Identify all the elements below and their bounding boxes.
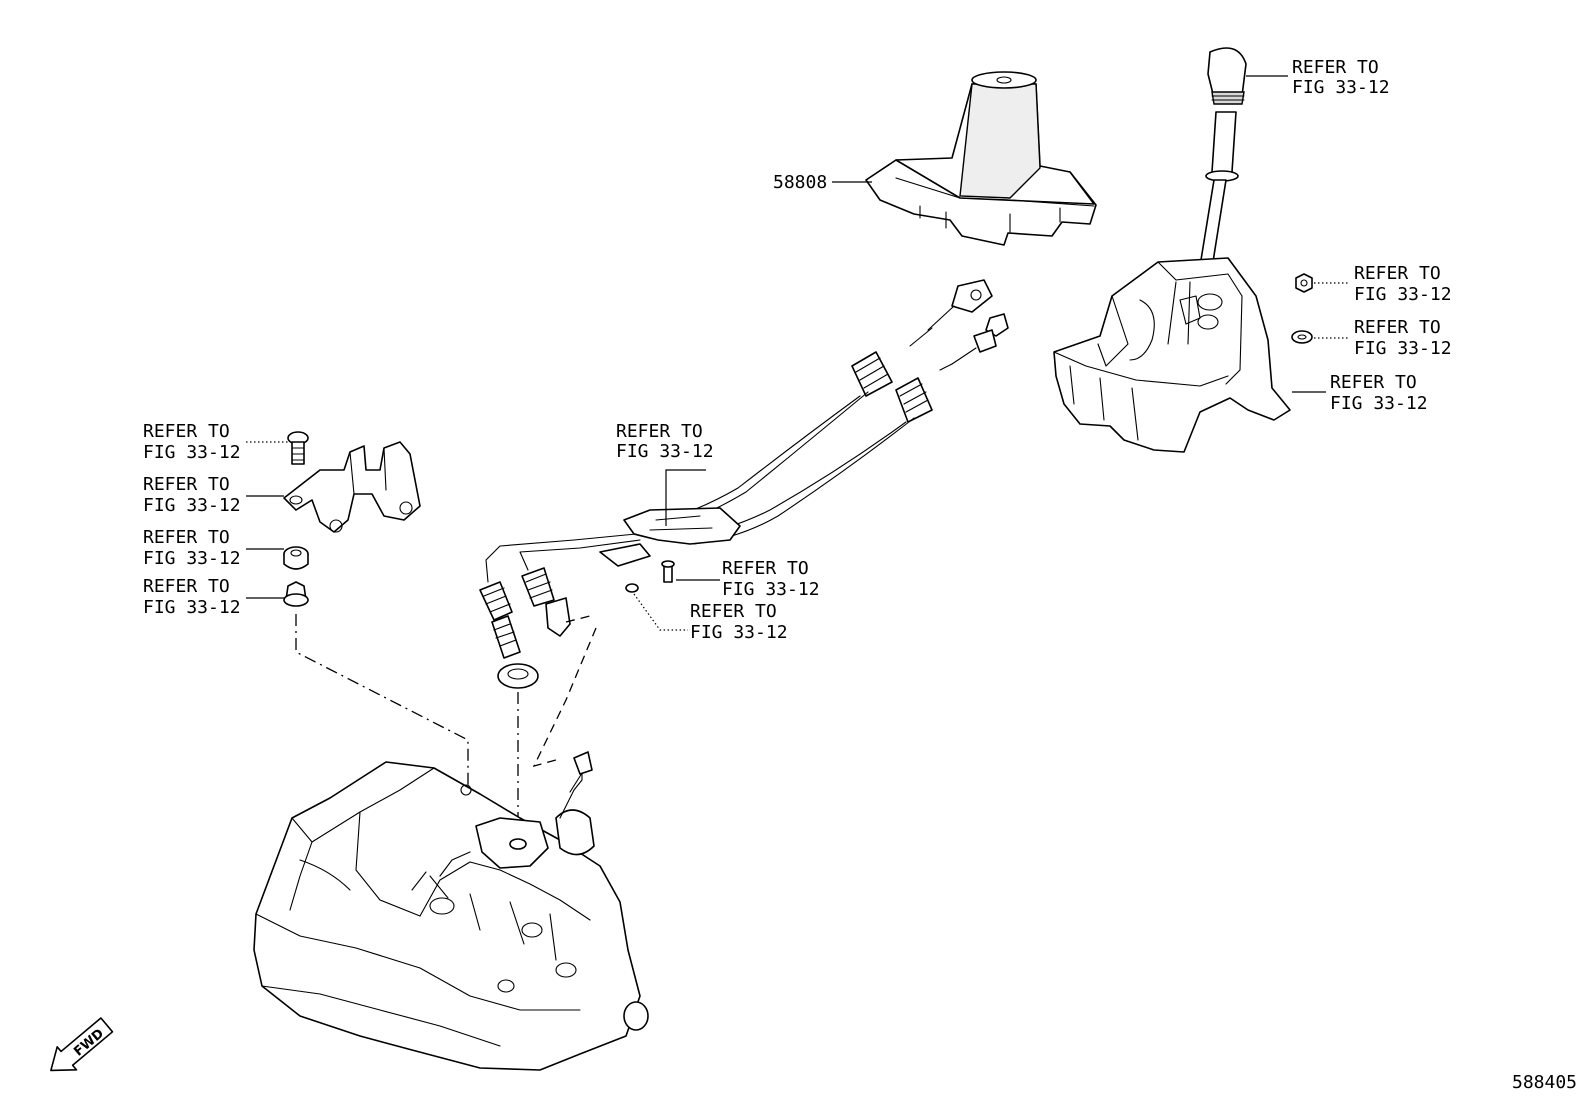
- transaxle: [253, 751, 649, 1071]
- shift-boot: [865, 71, 1097, 246]
- shifter-housing: [1053, 257, 1291, 453]
- cable-bolt: [661, 560, 675, 583]
- cable-nut-ref-line2: FIG 33-12: [690, 622, 788, 643]
- collar-ref-line2: FIG 33-12: [143, 597, 241, 618]
- bracket-ref-line1: REFER TO: [143, 474, 230, 495]
- knob-ref-line1: REFER TO: [1292, 57, 1379, 78]
- cable-nut: [625, 583, 639, 593]
- fwd-arrow: FWD: [50, 1017, 114, 1072]
- nut-ref-line2: FIG 33-12: [1354, 284, 1452, 305]
- leader-cable-nut: [633, 593, 688, 631]
- leader-cable: [665, 469, 706, 526]
- bracket-ref-line2: FIG 33-12: [143, 495, 241, 516]
- figure-number: 588405: [1512, 1072, 1577, 1093]
- cable-ref-line1: REFER TO: [616, 421, 703, 442]
- bracket-bolt-ref-line1: REFER TO: [143, 421, 230, 442]
- cable-bolt-ref-line1: REFER TO: [722, 558, 809, 579]
- shift-lever: [1199, 47, 1247, 269]
- bracket: [283, 441, 421, 533]
- shifter-washer: [1291, 330, 1313, 344]
- assembly-line-cable-tip: [565, 615, 591, 623]
- washer-ref-line1: REFER TO: [1354, 317, 1441, 338]
- assembly-line-bracket: [295, 614, 469, 792]
- bushing-ref-line1: REFER TO: [143, 527, 230, 548]
- assembly-line-cable-end: [532, 627, 597, 768]
- knob-ref-line2: FIG 33-12: [1292, 77, 1390, 98]
- washer-ref-line2: FIG 33-12: [1354, 338, 1452, 359]
- cable-nut-ref-line1: REFER TO: [690, 601, 777, 622]
- cable-bolt-ref-line2: FIG 33-12: [722, 579, 820, 600]
- bracket-bolt-ref-line2: FIG 33-12: [143, 442, 241, 463]
- bracket-bushing: [283, 546, 309, 570]
- part-number-58808: 58808: [773, 172, 827, 193]
- bushing-ref-line2: FIG 33-12: [143, 548, 241, 569]
- shifter-ref-line1: REFER TO: [1330, 372, 1417, 393]
- nut-ref-line1: REFER TO: [1354, 263, 1441, 284]
- shift-cables: [479, 279, 1009, 689]
- bracket-bolt: [287, 431, 309, 465]
- shifter-ref-line2: FIG 33-12: [1330, 393, 1428, 414]
- bracket-collar: [283, 581, 309, 607]
- cable-ref-line2: FIG 33-12: [616, 441, 714, 462]
- collar-ref-line1: REFER TO: [143, 576, 230, 597]
- shifter-nut: [1295, 273, 1313, 293]
